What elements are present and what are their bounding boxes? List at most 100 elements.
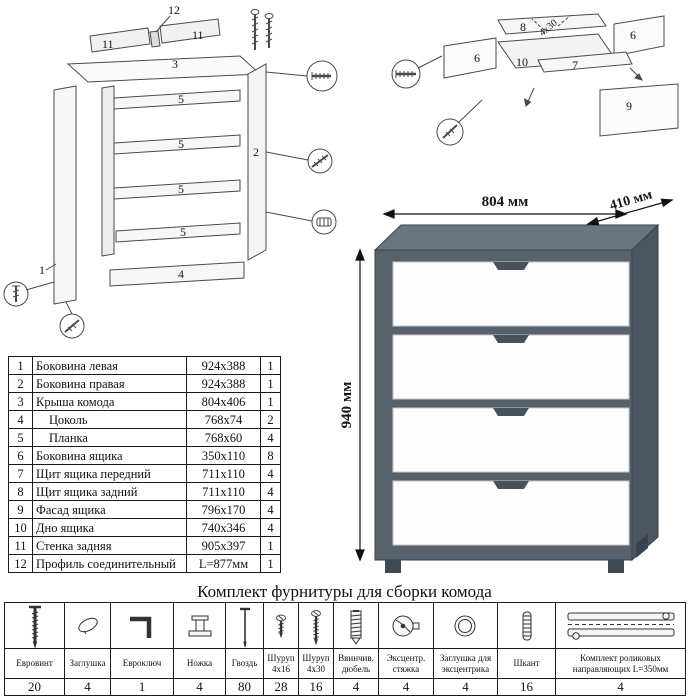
part-name: Стенка задняя [32,536,187,555]
part-number: 2 [8,374,33,393]
part-size: 905x397 [186,536,261,555]
hardware-names-row: Евровинт Заглушка Евроключ Ножка Гвоздь … [4,648,686,679]
plank-1 [113,89,241,110]
part-number: 1 [8,356,33,375]
part-qty: 4 [260,500,281,519]
hw-name: Ввинчив. дюбель [333,648,379,679]
hw-cell-foot [173,602,226,649]
plinth-panel [109,261,245,287]
label-plank-1: 5 [178,92,184,106]
part-qty: 4 [260,518,281,537]
part-number: 6 [8,446,33,465]
cam-cap-icon [454,615,475,637]
label-drawer-side-2: 6 [630,28,636,42]
plank-2 [113,134,241,155]
left-side-panel [53,85,77,305]
label-plank-2: 5 [178,137,184,151]
screw-in-dowel-icon [350,610,362,645]
dresser-render: 804 мм 410 мм 940 мм [340,192,674,573]
hw-cell-screw16 [263,602,299,649]
hardware-table: Евровинт Заглушка Евроключ Ножка Гвоздь … [4,602,686,696]
parts-row: 11 Стенка задняя 905x397 1 [8,536,281,555]
hw-cell-camlock [378,602,434,649]
connecting-profile [149,30,161,48]
hw-qty: 4 [378,678,434,696]
drawer-back-shield [497,13,607,35]
hw-qty: 4 [555,678,686,696]
drawer-face-2 [392,334,630,400]
label-plinth: 4 [178,267,184,281]
part-name: Профиль соединительный [32,554,187,573]
parts-row: 6 Боковина ящика 350x110 8 [8,446,281,465]
screw-icon [311,154,329,168]
hw-qty: 4 [173,678,226,696]
parts-table: 1 Боковина левая 924x388 1 2 Боковина пр… [8,356,281,573]
wooden-dowel-icon [522,611,531,641]
hw-qty: 4 [333,678,379,696]
drawer-handle-notch-4 [493,481,529,489]
drawer-face-4 [392,480,630,546]
part-size: 796x170 [186,500,261,519]
parts-row: 9 Фасад ящика 796x170 4 [8,500,281,519]
hw-cell-cap [64,602,111,649]
part-size: 350x110 [186,446,261,465]
top-panel [66,55,262,83]
part-qty: 1 [260,392,281,411]
drawer-face-1 [392,261,630,327]
screw-icon-bottom-left [12,285,20,302]
callout-circle-1 [306,60,338,92]
hardware-kit-title: Комплект фурнитуры для сборки комода [197,582,492,601]
furniture-foot-icon [188,615,211,637]
callout-circle-2 [307,148,333,174]
part-name: Планка [32,428,187,447]
parts-row: 1 Боковина левая 924x388 1 [8,356,281,375]
hw-name: Ножка [173,648,226,679]
screw-4x16-icon [276,614,286,639]
parts-row: 4 Цоколь 768x74 2 [8,410,281,429]
part-size: 768x74 [186,410,261,429]
label-right-side: 2 [253,145,259,159]
part-number: 5 [8,428,33,447]
part-qty: 4 [260,428,281,447]
screw-icon-bottom [64,319,80,333]
hw-cell-screw30 [298,602,334,649]
plank-4 [115,222,241,243]
parts-row: 2 Боковина правая 924x388 1 [8,374,281,393]
part-number: 4 [8,410,33,429]
dowel-icon [316,217,332,227]
drawer-facade [599,83,679,137]
drawer-side-left [443,37,497,79]
dim-depth-label: 410 мм [608,192,654,214]
part-size: 924x388 [186,374,261,393]
hw-cell-shkant [497,602,556,649]
parts-row: 5 Планка 768x60 4 [8,428,281,447]
drawer-handle-notch-2 [493,335,529,343]
drawer-slides-icon [567,612,674,640]
part-size: 804x406 [186,392,261,411]
hw-name: Эксцентр. стяжка [378,648,434,679]
part-number: 11 [8,536,33,555]
hw-qty: 4 [433,678,498,696]
dim-height-label: 940 мм [340,382,355,429]
hw-name: Евровинт [4,648,65,679]
assembly-exploded-diagram: 12 11 11 3 5 5 5 5 2 1 4 [3,3,338,339]
part-size: 924x388 [186,356,261,375]
label-drawer-front: 7 [572,58,578,72]
part-qty: 4 [260,482,281,501]
parts-row: 12 Профиль соединительный L=877мм 1 [8,554,281,573]
part-name: Боковина левая [32,356,187,375]
drawer-exploded-diagram: 6 8 6 10 7 9 4x30 [391,13,679,146]
label-drawer-side-1: 6 [474,51,480,65]
hw-name: Шкант [497,648,556,679]
hw-cell-dowel-screw [333,602,379,649]
callout-circle-7 [436,118,464,146]
hw-name: Шуруп 4х30 [298,648,334,679]
hardware-qty-row: 20 4 1 4 80 28 16 4 4 4 16 4 [4,678,686,696]
label-plank-4: 5 [180,225,186,239]
cam-lock-icon [392,615,420,637]
dresser-top [373,224,660,251]
part-size: L=877мм [186,554,261,573]
part-number: 7 [8,464,33,483]
back-panel-right [159,18,221,44]
part-name: Щит ящика задний [32,482,187,501]
